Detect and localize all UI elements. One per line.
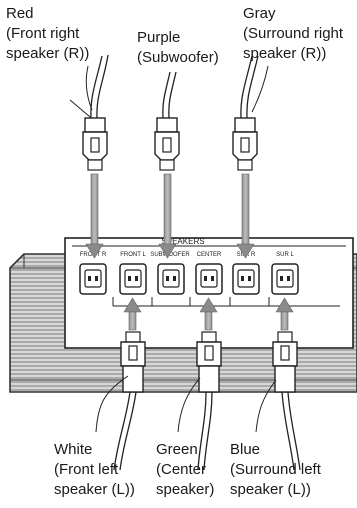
callout-subwoofer: Purple (Subwoofer) [137,28,219,68]
arrow-front-right [85,173,104,259]
speakers-terminal-panel: SPEAKERS [64,237,354,349]
plug-subwoofer [154,117,180,171]
callout-surround-right-color: Gray [243,5,276,22]
cable-surround-left [255,379,301,471]
callout-surround-left-line3: speaker (L)) [230,481,311,498]
callout-subwoofer-color: Purple [137,29,181,46]
jack-label-center: CENTER [197,252,222,258]
plug-front-right [82,117,108,171]
jack-label-front-l: FRONT L [120,252,146,258]
jack-front-l [119,263,147,295]
cable-center [177,377,213,471]
jack-front-r [79,263,107,295]
callout-surround-right-line3: speaker (R)) [243,45,327,62]
callout-center-line2: (Center [156,461,207,478]
jack-label-sur-l: SUR L [276,252,294,258]
callout-front-right-color: Red [6,5,34,22]
callout-front-left-line2: (Front left [54,461,119,478]
callout-surround-right: Gray (Surround right speaker (R)) [243,4,343,64]
jack-sur-l [271,263,299,295]
callout-front-left: White (Front left speaker (L)) [54,440,135,500]
jack-subwoofer [157,263,185,295]
cable-subwoofer [162,71,177,119]
plug-center [196,331,222,393]
callout-center-color: Green [156,441,198,458]
arrow-center [199,297,218,331]
callout-center-line3: speaker) [156,481,215,498]
arrow-surround-left [275,297,294,331]
jack-center [195,263,223,295]
arrow-surround-right [236,173,255,259]
arrow-subwoofer [158,173,177,259]
callout-front-right: Red (Front right speaker (R)) [6,4,89,64]
callout-surround-right-line2: (Surround right [243,25,344,42]
callout-front-left-color: White [54,441,93,458]
arrow-front-left [123,297,142,331]
callout-subwoofer-line2: (Subwoofer) [137,49,219,66]
callout-surround-left-line2: (Surround left [230,461,321,478]
jack-label-subwoofer: SUBWOOFER [150,252,190,258]
plug-front-left [120,331,146,393]
callout-surround-left-color: Blue [230,441,261,458]
callout-front-right-line3: speaker (R)) [6,45,90,62]
callout-front-left-line3: speaker (L)) [54,481,135,498]
cable-front-right [69,54,109,123]
plug-surround-right [232,117,258,171]
callout-front-right-line2: (Front right [6,25,80,42]
panel-title: SPEAKERS [161,237,204,246]
callout-surround-left: Blue (Surround left speaker (L)) [230,440,321,500]
plug-surround-left [272,331,298,393]
cable-surround-right [240,55,269,119]
jack-sur-r [232,263,260,295]
callout-center: Green (Center speaker) [156,440,214,500]
cable-front-left [95,375,137,471]
